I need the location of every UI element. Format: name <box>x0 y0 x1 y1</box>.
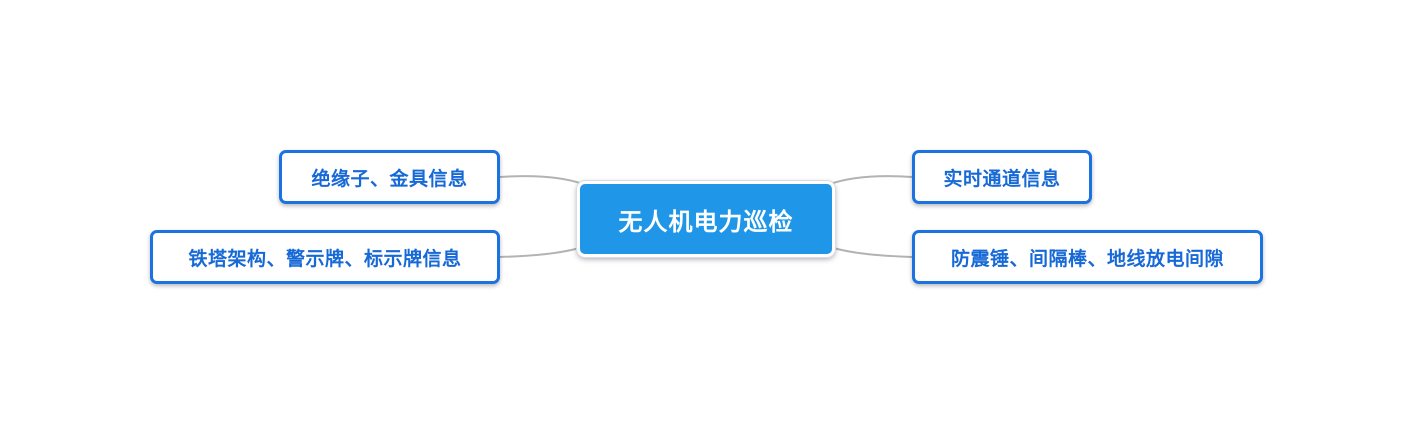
branch-node-insulator-fittings[interactable]: 绝缘子、金具信息 <box>279 150 500 204</box>
connector-left-1 <box>499 175 584 185</box>
connector-right-1 <box>829 175 913 185</box>
central-topic-label: 无人机电力巡检 <box>618 206 794 236</box>
branch-node-tower-signs[interactable]: 铁塔架构、警示牌、标示牌信息 <box>150 230 500 284</box>
branch-node-damper-spacer-gap[interactable]: 防震锤、间隔棒、地线放电间隙 <box>912 230 1263 284</box>
branch-label: 绝缘子、金具信息 <box>311 167 468 190</box>
central-topic-node[interactable]: 无人机电力巡检 <box>577 181 835 257</box>
branch-label: 防震锤、间隔棒、地线放电间隙 <box>950 247 1224 270</box>
branch-label: 铁塔架构、警示牌、标示牌信息 <box>188 247 462 270</box>
branch-node-realtime-channel[interactable]: 实时通道信息 <box>912 150 1092 204</box>
branch-label: 实时通道信息 <box>943 167 1061 190</box>
connector-left-2 <box>499 246 584 258</box>
connector-right-2 <box>829 246 913 258</box>
